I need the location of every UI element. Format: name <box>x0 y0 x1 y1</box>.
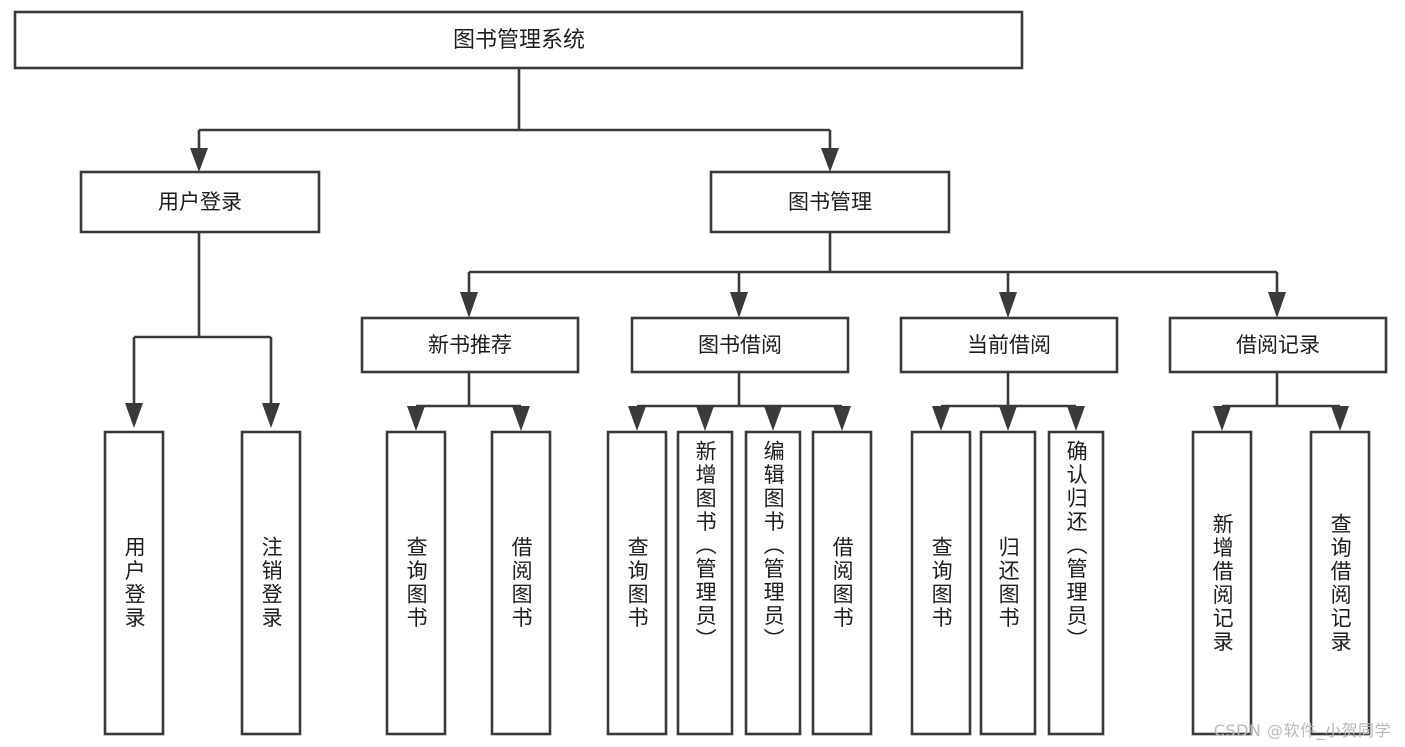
leaf-box-book-borrow-4[interactable] <box>811 430 873 736</box>
arrow-head-bb-4 <box>833 406 851 431</box>
leaf-box-user-login-1[interactable] <box>103 430 165 736</box>
arrow-head-user-login-2 <box>262 403 280 428</box>
leaf-box-user-login-2[interactable] <box>240 430 302 736</box>
arrow-head-nb-2 <box>512 406 530 431</box>
leaf-box-borrow-records-2[interactable] <box>1309 430 1371 736</box>
arrow-head-book-borrow <box>730 292 748 318</box>
node-root[interactable]: 图书管理系统 <box>13 10 1024 70</box>
arrow-head-cb-2 <box>999 406 1017 431</box>
node-new-book-recommend-box[interactable] <box>360 316 580 374</box>
arrow-head-bb-1 <box>628 406 646 431</box>
node-borrow-records-label: 借阅记录 <box>1236 333 1320 357</box>
leaf-box-current-borrow-2[interactable] <box>979 430 1037 736</box>
node-new-book-recommend-label: 新书推荐 <box>428 333 512 357</box>
node-current-borrow-label: 当前借阅 <box>967 333 1051 357</box>
leaf-box-book-borrow-1[interactable] <box>606 430 668 736</box>
node-book-borrow-box[interactable] <box>630 316 850 374</box>
node-book-borrow[interactable]: 图书借阅 <box>630 316 850 374</box>
node-borrow-records[interactable]: 借阅记录 <box>1168 316 1388 374</box>
node-borrow-records-box[interactable] <box>1168 316 1388 374</box>
leaf-box-book-borrow-2[interactable] <box>676 430 734 736</box>
node-current-borrow-box[interactable] <box>899 316 1119 374</box>
node-current-borrow[interactable]: 当前借阅 <box>899 316 1119 374</box>
leaf-box-group <box>103 430 1371 736</box>
node-new-book-recommend[interactable]: 新书推荐 <box>360 316 580 374</box>
arrow-head-borrow-records <box>1268 292 1286 318</box>
leaf-box-new-book-2[interactable] <box>490 430 552 736</box>
node-user-login-box[interactable] <box>79 170 321 234</box>
leaf-box-new-book-1[interactable] <box>385 430 447 736</box>
node-book-management[interactable]: 图书管理 <box>709 170 951 234</box>
node-root-box[interactable] <box>13 10 1024 70</box>
arrow-head-bb-2 <box>696 406 714 431</box>
arrow-head-br-1 <box>1213 406 1231 431</box>
arrow-head-cb-3 <box>1067 406 1085 431</box>
leaf-box-book-borrow-3[interactable] <box>744 430 802 736</box>
arrow-head-book-mgmt <box>821 148 839 172</box>
node-book-management-box[interactable] <box>709 170 951 234</box>
arrow-head-new-book <box>460 292 478 318</box>
node-book-borrow-label: 图书借阅 <box>698 333 782 357</box>
node-user-login-label: 用户登录 <box>158 190 242 214</box>
arrow-head-bb-3 <box>764 406 782 431</box>
node-root-label: 图书管理系统 <box>453 28 585 53</box>
arrow-head-nb-1 <box>407 406 425 431</box>
arrow-head-user-login-1 <box>125 403 143 428</box>
arrow-head-user-login <box>190 148 208 172</box>
leaf-box-borrow-records-1[interactable] <box>1191 430 1253 736</box>
node-user-login[interactable]: 用户登录 <box>79 170 321 234</box>
leaf-box-current-borrow-1[interactable] <box>910 430 972 736</box>
leaf-box-current-borrow-3[interactable] <box>1047 430 1105 736</box>
arrow-head-cb-1 <box>932 406 950 431</box>
node-book-management-label: 图书管理 <box>788 190 872 214</box>
arrow-head-br-2 <box>1331 406 1349 431</box>
arrow-head-current-borrow <box>999 292 1017 318</box>
connector-group <box>125 68 1349 431</box>
csdn-watermark: CSDN @软件_小贺同学 <box>1213 721 1391 740</box>
